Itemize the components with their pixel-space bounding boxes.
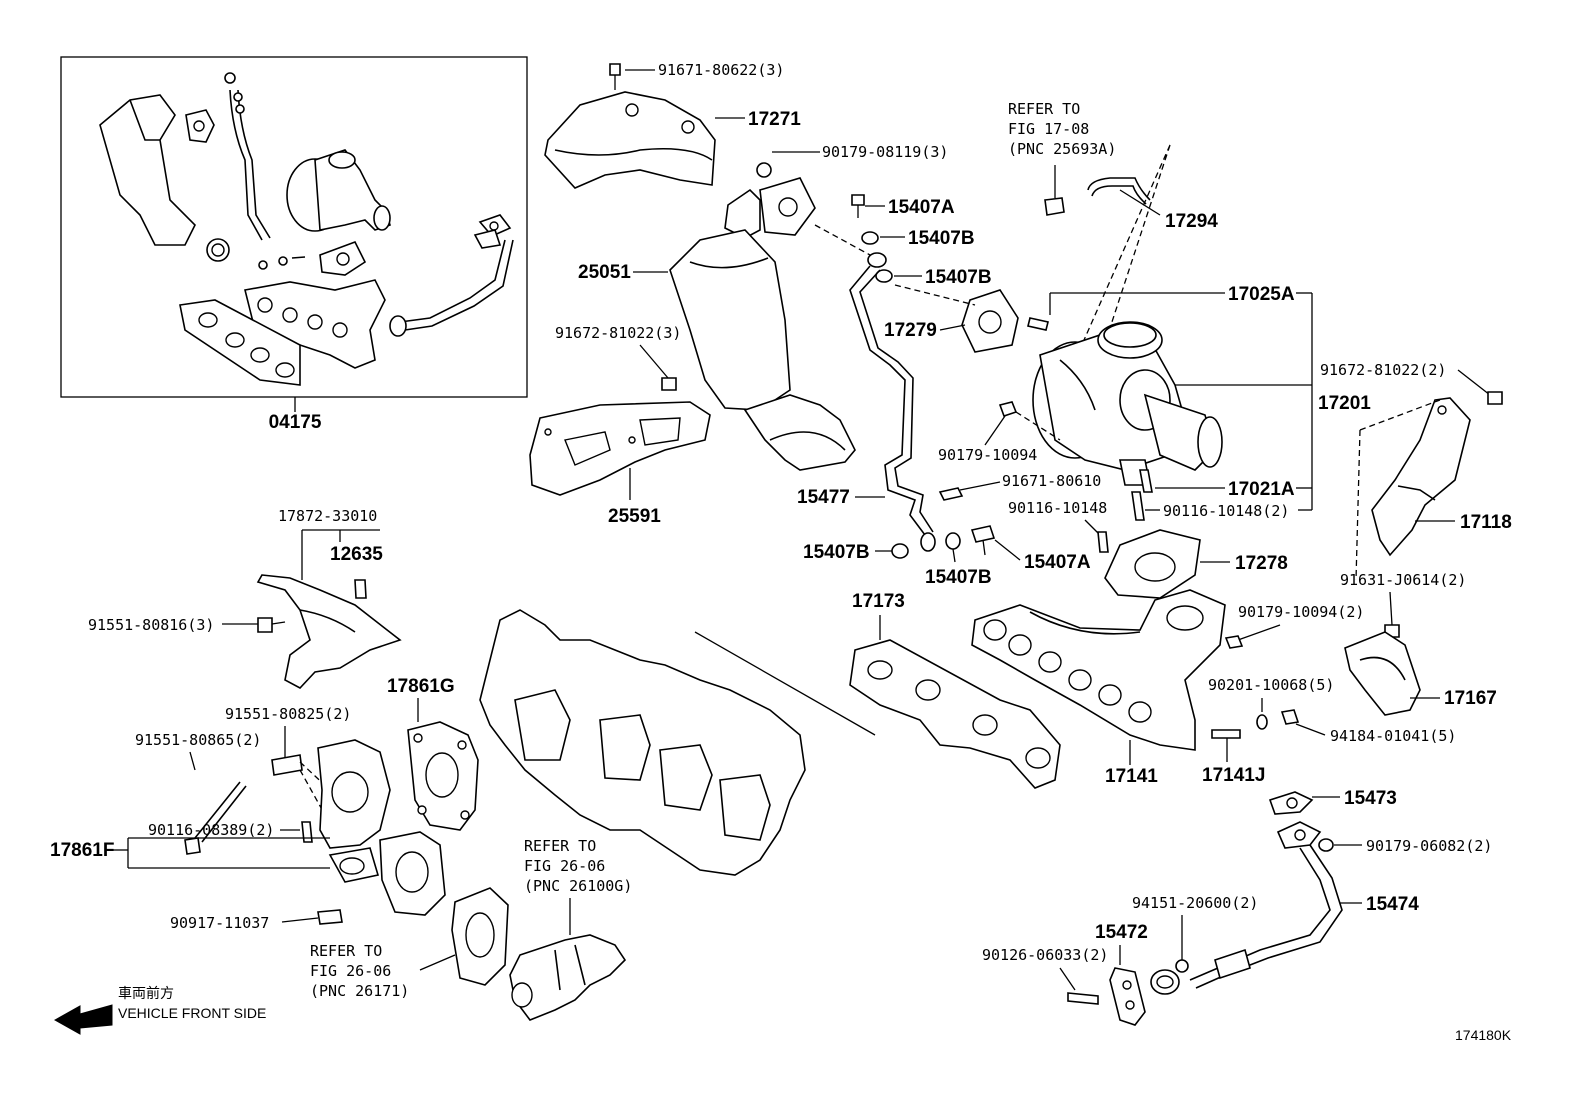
callout-17141: 17141: [1105, 766, 1158, 787]
callout-15477: 15477: [797, 487, 850, 508]
direction-label-jp: 車両前方: [118, 985, 174, 1001]
callout-90116-08389: 90116-08389(2): [148, 821, 274, 839]
callout-90179-10094-2: 90179-10094(2): [1238, 603, 1364, 621]
part-17118-bracket: [1371, 397, 1471, 557]
callout-17025A: 17025A: [1228, 284, 1295, 305]
callout-17173: 17173: [852, 591, 905, 612]
callout-91672-81022-a: 91672-81022(3): [555, 324, 681, 342]
callout-94151-20600: 94151-20600(2): [1132, 894, 1258, 912]
callout-91551-80825: 91551-80825(2): [225, 705, 351, 723]
callout-17167: 17167: [1444, 688, 1497, 709]
callout-25051: 25051: [578, 262, 631, 283]
callout-25591: 25591: [608, 506, 661, 527]
callout-91631-J0614: 91631-J0614(2): [1340, 571, 1466, 589]
ref-26171-line2: FIG 26-06: [310, 962, 391, 980]
callout-12635: 12635: [330, 544, 383, 565]
callout-91672-81022-b: 91672-81022(2): [1320, 361, 1446, 379]
part-15474-oil-pipe: [1150, 821, 1343, 995]
callout-15407B-mid1: 15407B: [803, 542, 870, 563]
assembly-inset: [60, 56, 528, 398]
callout-17861F: 17861F: [50, 840, 114, 861]
callout-15407B-mid2: 15407B: [925, 567, 992, 588]
callout-91551-80865: 91551-80865(2): [135, 731, 261, 749]
diagram-id: 174180K: [1455, 1027, 1512, 1043]
callout-15407A-top: 15407A: [888, 197, 955, 218]
callout-15474: 15474: [1366, 894, 1419, 915]
part-17861F-assembly: [317, 739, 446, 916]
part-17861G-gasket: [407, 721, 479, 831]
part-17201-turbocharger: [1032, 321, 1223, 486]
ref-26100G-line1: REFER TO: [524, 837, 596, 855]
callout-90179-08119: 90179-08119(3): [822, 143, 948, 161]
callout-15407B-top1: 15407B: [908, 228, 975, 249]
callout-15407B-top2: 15407B: [925, 267, 992, 288]
callout-90116-10148-2: 90116-10148(2): [1163, 502, 1289, 520]
callout-15407A-mid: 15407A: [1024, 552, 1091, 573]
part-26100G-reference: [509, 934, 627, 1021]
part-17872-insulator: [256, 574, 402, 689]
part-17271-insulator: [544, 63, 716, 189]
left-arrow-icon: [53, 1004, 113, 1035]
ref-26100G-line2: FIG 26-06: [524, 857, 605, 875]
callout-17278: 17278: [1235, 553, 1288, 574]
callout-17872-33010: 17872-33010: [278, 507, 377, 525]
callout-15473: 15473: [1344, 788, 1397, 809]
ref-17-08-line2: FIG 17-08: [1008, 120, 1089, 138]
cylinder-head-outline: [479, 609, 806, 876]
part-17173-gasket: [849, 639, 1061, 789]
callout-17141J: 17141J: [1202, 765, 1265, 786]
callout-91551-80816: 91551-80816(3): [88, 616, 214, 634]
stud-17025A: [1027, 317, 1049, 331]
callout-04175: 04175: [269, 412, 322, 433]
callout-17271: 17271: [748, 109, 801, 130]
vehicle-front-indicator: 車両前方 VEHICLE FRONT SIDE: [53, 985, 266, 1035]
callout-17861G: 17861G: [387, 676, 455, 697]
ref-17-08-line3: (PNC 25693A): [1008, 140, 1116, 158]
callout-94184-01041: 94184-01041(5): [1330, 727, 1456, 745]
ref-17-08-line1: REFER TO: [1008, 100, 1080, 118]
callout-17021A: 17021A: [1228, 479, 1295, 500]
callout-90116-10148: 90116-10148: [1008, 499, 1107, 517]
callout-91671-80610: 91671-80610: [1002, 472, 1101, 490]
part-17141-manifold: [971, 589, 1226, 751]
part-17167-insulator: [1344, 631, 1421, 716]
callout-17201: 17201: [1318, 393, 1371, 414]
part-15477-oil-pipe: [849, 252, 936, 552]
part-17294-hose: [1044, 165, 1151, 216]
callout-90126-06033: 90126-06033(2): [982, 946, 1108, 964]
callout-90179-10094: 90179-10094: [938, 446, 1037, 464]
ref-26171-line1: REFER TO: [310, 942, 382, 960]
callout-17294: 17294: [1165, 211, 1218, 232]
part-25591-bracket: [529, 401, 711, 496]
callout-90917-11037: 90917-11037: [170, 914, 269, 932]
ref-26100G-line3: (PNC 26100G): [524, 877, 632, 895]
callout-17279: 17279: [884, 320, 937, 341]
callout-90179-06082: 90179-06082(2): [1366, 837, 1492, 855]
callout-91671-80622: 91671-80622(3): [658, 61, 784, 79]
callout-17118: 17118: [1460, 512, 1512, 533]
ref-26171-line3: (PNC 26171): [310, 982, 409, 1000]
callout-15472: 15472: [1095, 922, 1148, 943]
part-25051-converter: [669, 177, 856, 471]
callout-90201-10068: 90201-10068(5): [1208, 676, 1334, 694]
direction-label-en: VEHICLE FRONT SIDE: [118, 1005, 266, 1021]
